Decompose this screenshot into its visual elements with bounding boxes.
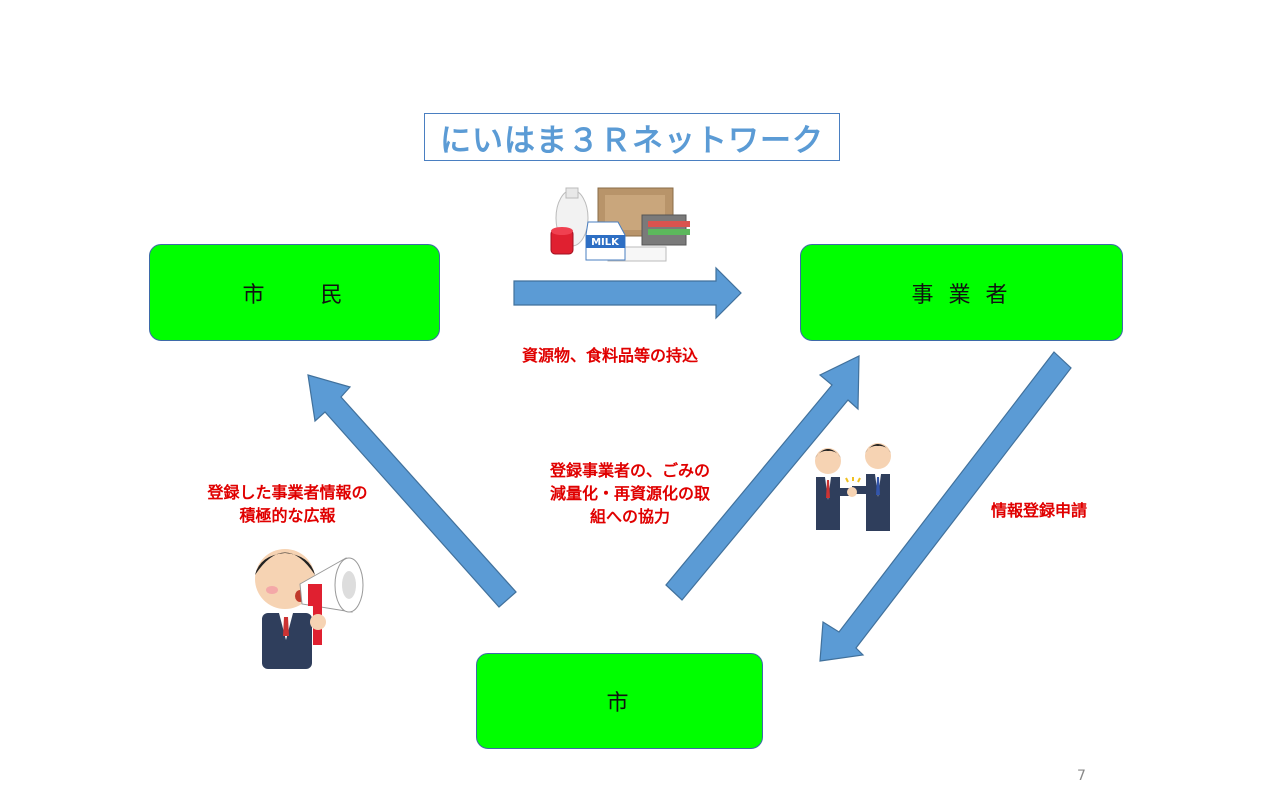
- arrow-business-to-city: [819, 351, 1072, 662]
- node-citizens-label: 市 民: [242, 282, 347, 308]
- title-box: にいはま３Ｒネットワーク: [424, 113, 840, 161]
- arrow-city-to-citizens: [307, 374, 517, 608]
- node-business-label: 事 業 者: [911, 282, 1012, 308]
- arrow-city-to-business: [665, 355, 860, 601]
- page-number: 7: [1077, 768, 1086, 784]
- diagram-title: にいはま３Ｒネットワーク: [440, 122, 824, 159]
- label-publicity-line-2: 積極的な広報: [239, 506, 336, 525]
- node-citizens: 市 民: [149, 244, 440, 341]
- node-city-label: 市: [606, 691, 633, 716]
- label-publicity-line-1: 登録した事業者情報の: [207, 483, 368, 502]
- label-bring-in: 資源物、食料品等の持込: [522, 346, 699, 365]
- label-registration: 情報登録申請: [991, 501, 1088, 520]
- megaphone-illustration: [255, 549, 364, 669]
- label-publicity: 登録した事業者情報の 積極的な広報: [190, 481, 385, 527]
- label-cooperation-line-1: 登録事業者の、ごみの: [549, 461, 710, 480]
- label-cooperation: 登録事業者の、ごみの 減量化・再資源化の取 組への協力: [530, 459, 730, 528]
- label-cooperation-line-3: 組への協力: [589, 507, 670, 526]
- label-cooperation-line-2: 減量化・再資源化の取: [549, 484, 710, 503]
- recyclables-illustration: MILK: [550, 187, 690, 262]
- node-city: 市: [476, 653, 763, 749]
- milk-carton-label: MILK: [591, 237, 620, 248]
- node-business: 事 業 者: [800, 244, 1123, 341]
- arrow-citizens-to-business: [513, 266, 742, 320]
- handshake-illustration: [815, 443, 891, 531]
